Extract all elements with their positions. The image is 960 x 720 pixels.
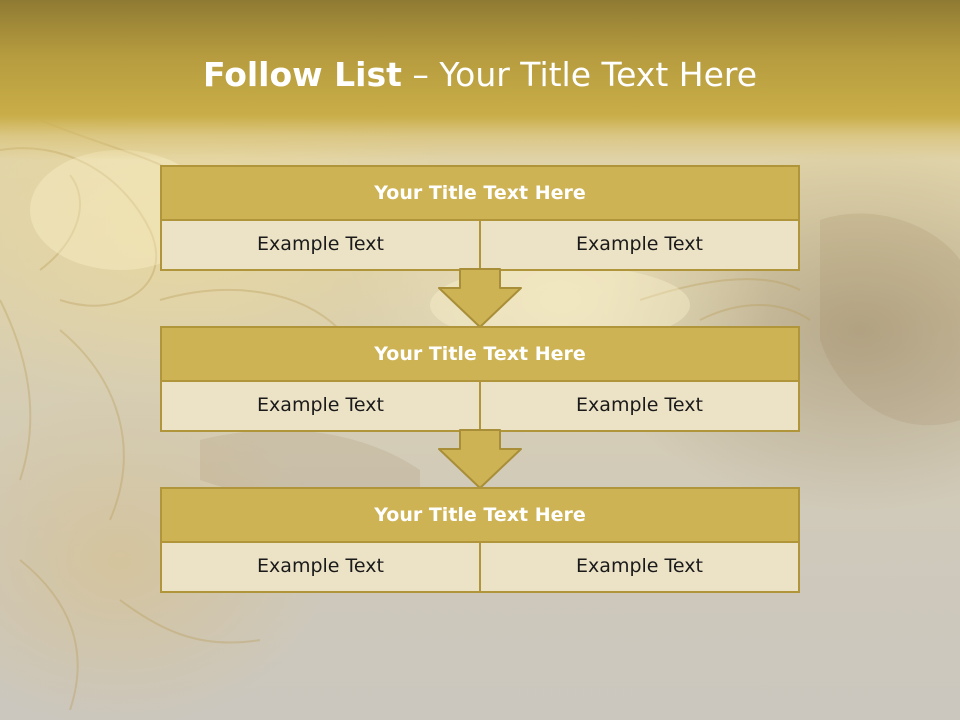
- list-block-2: Your Title Text Here Example Text Exampl…: [160, 326, 800, 432]
- block-title: Your Title Text Here: [160, 165, 800, 221]
- down-arrow-icon: [438, 429, 522, 489]
- block-row: Example Text Example Text: [160, 221, 800, 271]
- header-band: [0, 0, 960, 160]
- block-title: Your Title Text Here: [160, 326, 800, 382]
- block-row: Example Text Example Text: [160, 543, 800, 593]
- block-cell-left: Example Text: [257, 394, 384, 416]
- down-arrow-icon: [438, 268, 522, 328]
- block-cell-right: Example Text: [479, 543, 798, 591]
- block-cell-right: Example Text: [479, 382, 798, 430]
- list-block-1: Your Title Text Here Example Text Exampl…: [160, 165, 800, 271]
- block-cell-left: Example Text: [257, 555, 384, 577]
- block-cell-left: Example Text: [257, 233, 384, 255]
- list-block-3: Your Title Text Here Example Text Exampl…: [160, 487, 800, 593]
- slide-title-rest: – Your Title Text Here: [401, 55, 758, 94]
- slide-title: Follow List – Your Title Text Here: [0, 50, 960, 100]
- block-title: Your Title Text Here: [160, 487, 800, 543]
- block-cell-right: Example Text: [479, 221, 798, 269]
- slide-title-bold: Follow List: [202, 55, 402, 94]
- block-row: Example Text Example Text: [160, 382, 800, 432]
